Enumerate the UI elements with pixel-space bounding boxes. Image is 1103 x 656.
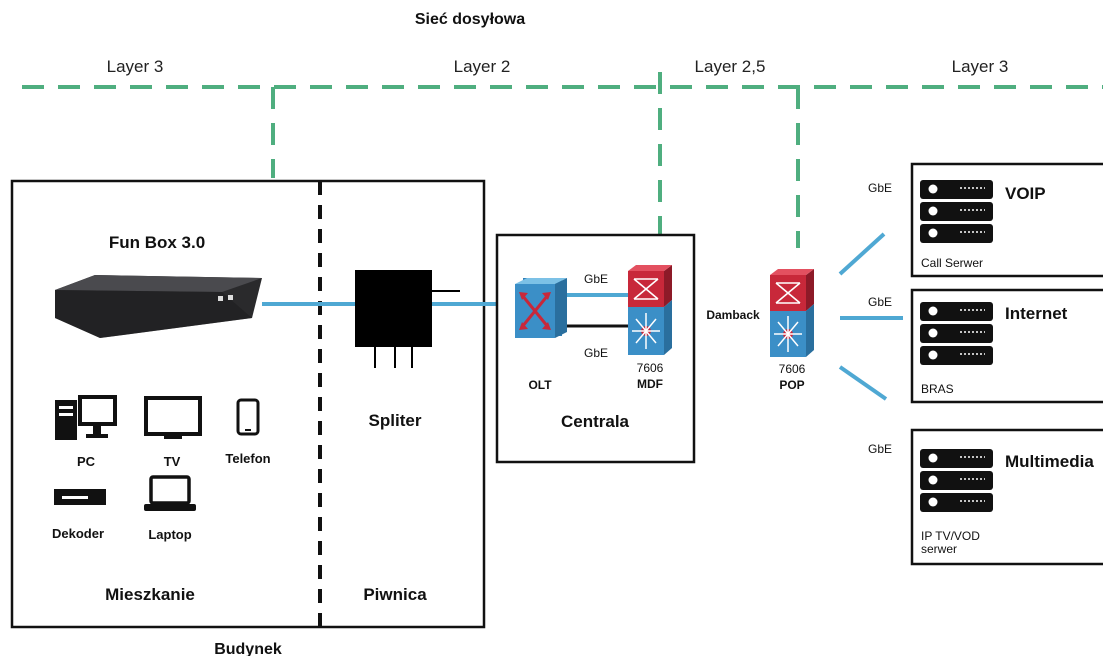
internet-link-label: GbE: [868, 295, 892, 309]
building-box: [10, 179, 486, 629]
pop-model-label: 7606: [779, 362, 806, 376]
multimedia-server-caption-line2: serwer: [921, 542, 957, 556]
damback-label: Damback: [706, 308, 760, 322]
laptop-icon: [144, 475, 196, 511]
building-label: Budynek: [214, 641, 282, 656]
splitter-icon: [355, 270, 460, 368]
mdf-model-label: 7606: [637, 361, 664, 375]
multimedia-server-name: Multimedia: [1005, 452, 1094, 471]
multimedia-link-label: GbE: [868, 442, 892, 456]
apartment-label: Mieszkanie: [105, 585, 195, 604]
decoder-label: Dekoder: [52, 526, 104, 541]
tv-icon: [144, 396, 202, 439]
voip-link-label: GbE: [868, 181, 892, 195]
pop-router-icon: [770, 269, 814, 357]
layer-label-1: Layer 3: [107, 57, 164, 76]
multimedia-server-caption-line1: IP TV/VOD: [921, 529, 980, 543]
splitter-label: Spliter: [369, 411, 422, 430]
funbox-label: Fun Box 3.0: [109, 233, 205, 252]
link-pop-multimedia: [838, 365, 888, 401]
tv-label: TV: [164, 454, 181, 469]
voip-server-name: VOIP: [1005, 184, 1046, 203]
mdf-router-icon: [628, 265, 672, 355]
layer-label-2: Layer 2: [454, 57, 511, 76]
pop-label: POP: [779, 378, 804, 392]
layer-label-3: Layer 2,5: [695, 57, 766, 76]
multimedia-server-rack-icon: [920, 449, 993, 512]
link-pop-voip: [838, 232, 886, 276]
layer-label-4: Layer 3: [952, 57, 1009, 76]
diagram-title: Sieć dosyłowa: [415, 11, 525, 28]
decoder-icon: [54, 489, 106, 505]
olt-label: OLT: [528, 378, 552, 392]
olt-switch-icon: [515, 278, 567, 338]
internet-server-caption: BRAS: [921, 382, 954, 396]
phone-label: Telefon: [225, 451, 270, 466]
internet-server-rack-icon: [920, 302, 993, 365]
internet-server-name: Internet: [1005, 304, 1068, 323]
basement-label: Piwnica: [363, 585, 427, 604]
voip-server-caption: Call Serwer: [921, 256, 983, 270]
central-office-label: Centrala: [561, 412, 630, 431]
funbox-router-icon: [55, 275, 262, 338]
voip-server-rack-icon: [920, 180, 993, 243]
laptop-label: Laptop: [148, 527, 191, 542]
phone-icon: [236, 398, 260, 436]
pc-icon: [55, 395, 117, 440]
link-bottom-label: GbE: [584, 346, 608, 360]
pc-label: PC: [77, 454, 96, 469]
mdf-label: MDF: [637, 377, 663, 391]
link-top-label: GbE: [584, 272, 608, 286]
